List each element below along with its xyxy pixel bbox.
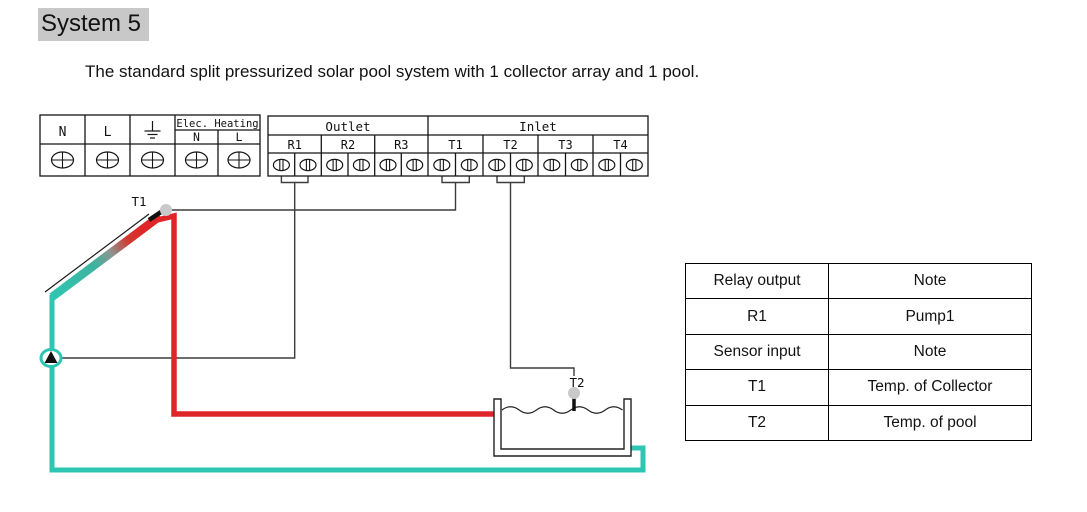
screw-terminal-icon bbox=[406, 158, 424, 172]
screw-terminal-icon bbox=[460, 158, 478, 172]
elec-heating-neutral-label: N bbox=[193, 130, 200, 144]
sensor-t1-label: T1 bbox=[448, 138, 462, 152]
screw-terminal-icon bbox=[598, 158, 616, 172]
screw-terminal-icon bbox=[50, 151, 75, 169]
screw-terminal-icon bbox=[488, 158, 506, 172]
table-cell-note: Pump1 bbox=[828, 298, 1032, 335]
cold-pipe bbox=[49, 295, 646, 473]
inlet-group-label: Inlet bbox=[519, 119, 557, 134]
sensor-t1-wire bbox=[172, 176, 470, 211]
pool-walls bbox=[493, 398, 632, 457]
table-cell-item: Relay output bbox=[685, 262, 829, 300]
screw-terminal-icon bbox=[379, 158, 397, 172]
relay-r3-label: R3 bbox=[394, 138, 408, 152]
table-cell-item: T2 bbox=[685, 404, 829, 442]
table-cell-item: Sensor input bbox=[685, 333, 829, 371]
pool: T2 bbox=[493, 375, 632, 457]
terminal-block-power: N L Elec. Heating N L bbox=[39, 114, 261, 177]
sensor-t2-wire bbox=[496, 176, 575, 376]
page-subtitle: The standard split pressurized solar poo… bbox=[85, 62, 700, 81]
hot-pipe bbox=[152, 212, 499, 417]
terminal-block-io: Outlet Inlet R1 R2 R3 T1 T2 T3 T4 bbox=[267, 115, 649, 177]
sensor-t2-label: T2 bbox=[503, 138, 517, 152]
relay-r1-label: R1 bbox=[287, 138, 301, 152]
screw-terminal-icon bbox=[352, 158, 370, 172]
io-reference-table: Relay output Note R1 Pump1 Sensor input … bbox=[685, 262, 1032, 442]
table-cell-note: Note bbox=[828, 333, 1032, 371]
table-row: T2 Temp. of pool bbox=[685, 404, 1032, 442]
water-line bbox=[501, 406, 623, 414]
table-row: Sensor input Note bbox=[685, 333, 1032, 371]
sensor-t3-label: T3 bbox=[558, 138, 572, 152]
screw-terminal-icon bbox=[515, 158, 533, 172]
outlet-group-label: Outlet bbox=[325, 119, 370, 134]
table-cell-item: T1 bbox=[685, 369, 829, 406]
elec-heating-live-label: L bbox=[236, 130, 243, 144]
screw-terminal-icon bbox=[299, 158, 317, 172]
pump-icon bbox=[39, 348, 63, 368]
solar-collector: T1 bbox=[44, 194, 172, 301]
screw-terminal-icon bbox=[326, 158, 344, 172]
screw-terminal-icon bbox=[570, 158, 588, 172]
screw-terminal-icon bbox=[140, 151, 165, 169]
table-row: R1 Pump1 bbox=[685, 298, 1032, 335]
table-cell-note: Temp. of Collector bbox=[828, 369, 1032, 406]
t2-sensor-dot-icon bbox=[568, 387, 580, 399]
collector-sensor-label: T1 bbox=[131, 194, 146, 209]
table-row: Relay output Note bbox=[685, 262, 1032, 300]
screw-terminal-icon bbox=[433, 158, 451, 172]
sensor-t4-label: T4 bbox=[613, 138, 627, 152]
ground-icon bbox=[144, 121, 161, 139]
screw-terminal-icon bbox=[184, 151, 209, 169]
relay-r2-label: R2 bbox=[341, 138, 355, 152]
table-cell-note: Temp. of pool bbox=[828, 404, 1032, 442]
mains-neutral-label: N bbox=[59, 125, 67, 140]
screw-terminal-icon bbox=[95, 151, 120, 169]
t1-sensor-dot-icon bbox=[160, 204, 172, 216]
page-title: System 5 bbox=[38, 8, 150, 41]
table-cell-item: R1 bbox=[685, 298, 829, 335]
mains-live-label: L bbox=[104, 125, 112, 140]
relay-r1-wire-to-pump bbox=[62, 176, 309, 359]
screw-terminal-icon bbox=[543, 158, 561, 172]
table-row: T1 Temp. of Collector bbox=[685, 369, 1032, 406]
table-cell-note: Note bbox=[828, 262, 1032, 300]
t1-sensor-pocket-icon bbox=[147, 210, 163, 222]
screw-terminal-icon bbox=[272, 158, 290, 172]
screw-terminal-icon bbox=[625, 158, 643, 172]
pool-sensor-label: T2 bbox=[569, 375, 584, 390]
elec-heating-label: Elec. Heating bbox=[176, 118, 258, 130]
screw-terminal-icon bbox=[227, 151, 251, 169]
